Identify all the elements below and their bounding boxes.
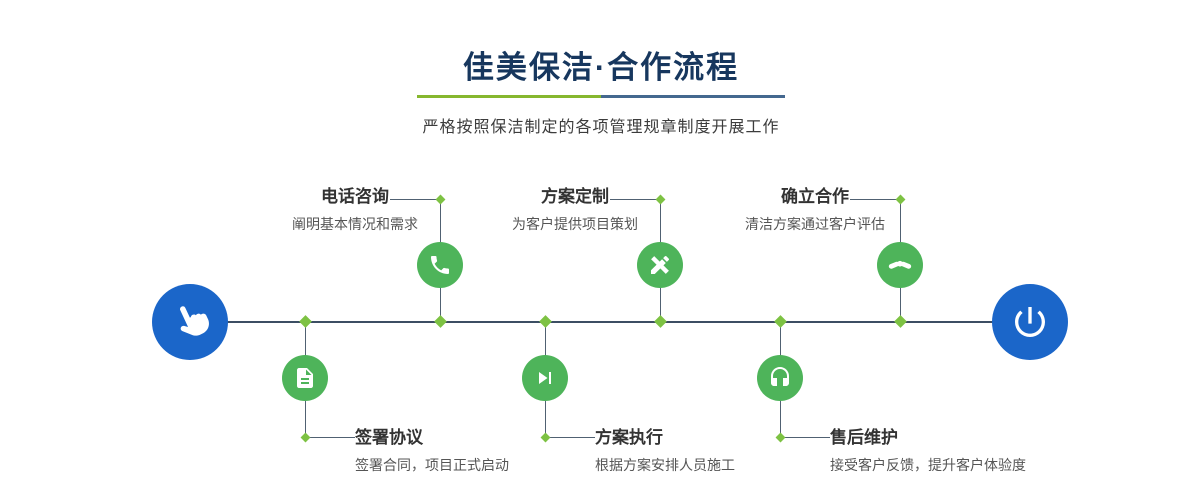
- contract-icon: [297, 368, 313, 388]
- elbow-diamond: [540, 432, 551, 443]
- step-desc: 接受客户反馈，提升客户体验度: [830, 457, 1026, 473]
- end-node: [992, 284, 1068, 360]
- timeline: [190, 321, 1030, 323]
- step-execute: 方案执行 根据方案安排人员施工: [595, 427, 735, 474]
- step-node-cooperation: [877, 242, 923, 288]
- step-phone: 电话咨询 阐明基本情况和需求: [245, 186, 465, 233]
- step-desc: 阐明基本情况和需求: [292, 216, 418, 232]
- underline-green-segment: [417, 95, 601, 98]
- step-title: 电话咨询: [321, 187, 389, 206]
- step-desc: 根据方案安排人员施工: [595, 457, 735, 473]
- connector-line: [390, 199, 440, 200]
- connector-line: [545, 437, 595, 438]
- junction-diamond: [434, 315, 447, 328]
- elbow-diamond: [300, 432, 311, 443]
- connector-line: [610, 199, 660, 200]
- elbow-diamond: [775, 432, 786, 443]
- play-next-icon: [539, 372, 551, 384]
- step-contract: 签署协议 签署合同，项目正式启动: [355, 427, 509, 474]
- headset-icon: [771, 367, 789, 386]
- hand-pointer-icon: [180, 306, 209, 336]
- step-design: 方案定制 为客户提供项目策划: [465, 186, 685, 233]
- step-desc: 为客户提供项目策划: [512, 216, 638, 232]
- page-subtitle: 严格按照保洁制定的各项管理规章制度开展工作: [422, 119, 780, 136]
- step-node-design: [637, 242, 683, 288]
- junction-diamond: [299, 315, 312, 328]
- title-underline: [417, 95, 785, 98]
- step-desc: 签署合同，项目正式启动: [355, 457, 509, 473]
- step-node-contract: [282, 355, 328, 401]
- connector-line: [850, 199, 900, 200]
- junction-diamond: [539, 315, 552, 328]
- step-title: 方案执行: [595, 428, 663, 447]
- step-title: 售后维护: [830, 428, 898, 447]
- underline-blue-segment: [601, 95, 785, 98]
- junction-diamond: [774, 315, 787, 328]
- step-aftersales: 售后维护 接受客户反馈，提升客户体验度: [830, 427, 1026, 474]
- step-node-execute: [522, 355, 568, 401]
- junction-diamond: [894, 315, 907, 328]
- step-desc: 清洁方案通过客户评估: [745, 216, 885, 232]
- connector-line: [305, 437, 355, 438]
- step-title: 方案定制: [541, 187, 609, 206]
- step-title: 签署协议: [355, 428, 423, 447]
- junction-diamond: [654, 315, 667, 328]
- step-cooperation: 确立合作 清洁方案通过客户评估: [705, 186, 925, 233]
- step-node-aftersales: [757, 355, 803, 401]
- handshake-icon: [888, 260, 912, 269]
- step-node-phone: [417, 242, 463, 288]
- phone-icon: [431, 256, 449, 274]
- page-title: 佳美保洁·合作流程: [462, 50, 740, 85]
- step-title: 确立合作: [781, 187, 849, 206]
- pencil-tools-icon: [651, 255, 670, 274]
- connector-line: [780, 437, 830, 438]
- start-node: [152, 284, 228, 360]
- power-icon: [1015, 307, 1045, 337]
